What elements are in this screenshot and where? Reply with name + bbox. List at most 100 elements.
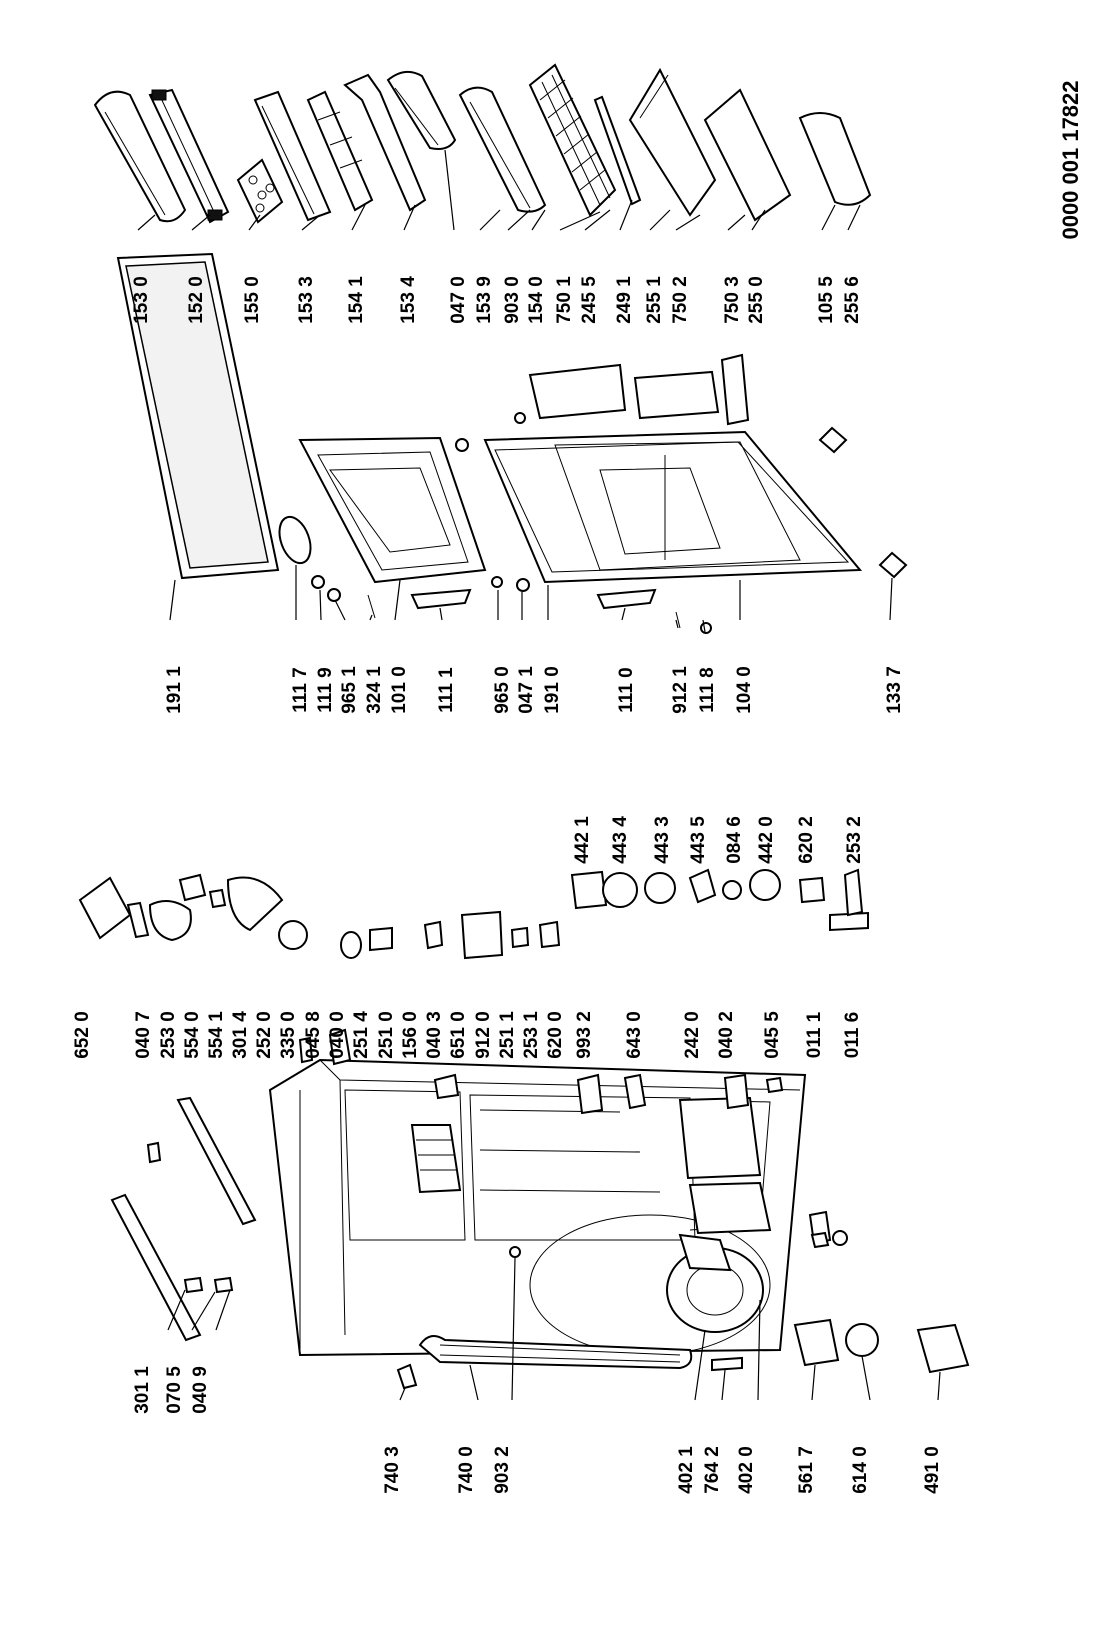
callout-011-6: 011 6 bbox=[842, 1012, 863, 1059]
callout-011-1: 011 1 bbox=[804, 1011, 825, 1058]
callout-255-1: 255 1 bbox=[644, 276, 665, 324]
callout-301-1: 301 1 bbox=[132, 1366, 153, 1414]
egg-tray bbox=[236, 158, 284, 224]
shelf-cover bbox=[306, 90, 374, 212]
door-shelf-rail bbox=[148, 88, 230, 224]
callout-153-0: 153 0 bbox=[131, 276, 152, 324]
cabinet-fittings bbox=[146, 1028, 830, 1390]
callout-965-1: 965 1 bbox=[339, 666, 360, 714]
callout-253-1: 253 1 bbox=[521, 1011, 542, 1059]
callout-084-6: 084 6 bbox=[724, 816, 745, 864]
callout-443-5: 443 5 bbox=[688, 816, 709, 864]
bottle-rail bbox=[343, 73, 427, 212]
callout-561-7: 561 7 bbox=[796, 1446, 817, 1494]
callout-245-5: 245 5 bbox=[579, 276, 600, 324]
callout-965-0: 965 0 bbox=[492, 666, 513, 714]
callout-251-4: 251 4 bbox=[351, 1011, 372, 1059]
callout-912-0: 912 0 bbox=[473, 1011, 494, 1059]
crisper-drawers bbox=[678, 1096, 772, 1235]
callout-740-0: 740 0 bbox=[456, 1446, 477, 1494]
callout-255-0: 255 0 bbox=[746, 276, 767, 324]
callout-402-1: 402 1 bbox=[676, 1446, 697, 1494]
crisper-cover bbox=[798, 112, 872, 206]
wire-shelf bbox=[528, 63, 617, 217]
glass-shelf-lower bbox=[703, 88, 792, 222]
door-shelf-upper bbox=[93, 90, 187, 223]
top-cover-strip bbox=[110, 1096, 257, 1342]
small-fittings bbox=[311, 412, 712, 634]
callout-301-4: 301 4 bbox=[230, 1011, 251, 1059]
door-bins-small bbox=[528, 353, 750, 426]
callout-324-1: 324 1 bbox=[364, 666, 385, 714]
callout-133-7: 133 7 bbox=[884, 666, 905, 714]
callout-912-1: 912 1 bbox=[670, 666, 691, 714]
shelf-trim-strip bbox=[593, 95, 642, 206]
drawing-reference: 0000 001 17822 bbox=[1058, 80, 1083, 239]
freezer-evaporator-grid bbox=[410, 1124, 462, 1194]
callout-652-0: 652 0 bbox=[72, 1011, 93, 1059]
callout-442-1: 442 1 bbox=[572, 816, 593, 864]
callout-040-0: 040 0 bbox=[327, 1011, 348, 1059]
callout-111-9: 111 9 bbox=[315, 667, 336, 712]
callout-402-0: 402 0 bbox=[736, 1446, 757, 1494]
callout-104-0: 104 0 bbox=[734, 666, 755, 714]
callout-252-0: 252 0 bbox=[254, 1011, 275, 1059]
callout-249-1: 249 1 bbox=[614, 276, 635, 324]
callout-443-4: 443 4 bbox=[610, 816, 631, 864]
freezer-door-lens bbox=[278, 515, 312, 565]
callout-443-3: 443 3 bbox=[652, 816, 673, 864]
callout-242-0: 242 0 bbox=[682, 1011, 703, 1059]
callout-191-0: 191 0 bbox=[542, 666, 563, 714]
callout-251-0: 251 0 bbox=[376, 1011, 397, 1059]
door-bin bbox=[386, 70, 457, 150]
callout-903-0: 903 0 bbox=[502, 276, 523, 324]
callout-105-5: 105 5 bbox=[816, 276, 837, 324]
callout-255-6: 255 6 bbox=[842, 276, 863, 324]
glass-shelf-upper bbox=[628, 67, 717, 217]
callout-191-1: 191 1 bbox=[164, 666, 185, 714]
callout-156-0: 156 0 bbox=[400, 1011, 421, 1059]
callout-153-9: 153 9 bbox=[474, 276, 495, 324]
callout-740-3: 740 3 bbox=[382, 1446, 403, 1494]
callout-111-1: 111 1 bbox=[436, 667, 457, 713]
door-hinge-fitting-top bbox=[410, 588, 472, 610]
freezer-door-gasket bbox=[116, 252, 280, 580]
callout-111-8: 111 8 bbox=[697, 667, 718, 712]
callout-154-1: 154 1 bbox=[346, 276, 367, 324]
fridge-door-frame bbox=[483, 430, 863, 584]
light-and-sensor-parts bbox=[340, 910, 561, 960]
callout-251-1: 251 1 bbox=[497, 1011, 518, 1059]
callout-153-3: 153 3 bbox=[296, 276, 317, 324]
callout-993-2: 993 2 bbox=[574, 1011, 595, 1059]
callout-554-0: 554 0 bbox=[182, 1011, 203, 1059]
callout-153-4: 153 4 bbox=[398, 276, 419, 324]
callout-047-1: 047 1 bbox=[516, 666, 537, 714]
callout-750-3: 750 3 bbox=[722, 276, 743, 324]
callout-155-0: 155 0 bbox=[242, 276, 263, 324]
callout-554-1: 554 1 bbox=[206, 1011, 227, 1059]
callout-614-0: 614 0 bbox=[850, 1446, 871, 1494]
callout-335-0: 335 0 bbox=[278, 1011, 299, 1059]
callout-253-0: 253 0 bbox=[158, 1011, 179, 1059]
callout-253-2: 253 2 bbox=[844, 816, 865, 864]
condenser-grille bbox=[418, 1335, 693, 1370]
thermostat-and-control bbox=[78, 873, 308, 950]
fridge-door-liner bbox=[554, 441, 801, 571]
door-foot-covers bbox=[818, 426, 908, 579]
callout-040-2: 040 2 bbox=[716, 1011, 737, 1059]
callout-764-2: 764 2 bbox=[702, 1446, 723, 1494]
compressor bbox=[666, 1233, 764, 1333]
callout-154-0: 154 0 bbox=[526, 276, 547, 324]
callout-111-0: 111 0 bbox=[616, 667, 637, 712]
callout-111-7: 111 7 bbox=[290, 667, 311, 712]
door-shelf-mid bbox=[253, 90, 332, 222]
callout-651-0: 651 0 bbox=[448, 1011, 469, 1059]
door-shelf-bottom bbox=[458, 86, 547, 213]
fan-assembly bbox=[570, 868, 869, 932]
callout-750-2: 750 2 bbox=[670, 276, 691, 324]
door-hinge-fitting-bottom bbox=[596, 588, 657, 610]
callout-643-0: 643 0 bbox=[624, 1011, 645, 1059]
callout-442-0: 442 0 bbox=[756, 816, 777, 864]
freezer-door bbox=[298, 436, 487, 584]
